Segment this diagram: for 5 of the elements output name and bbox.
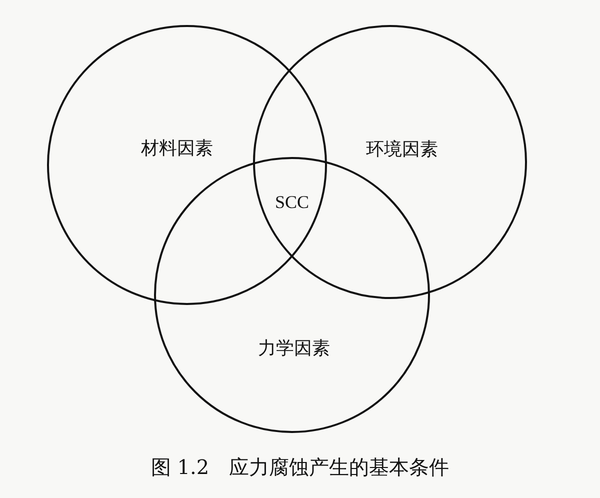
circle-label: 力学因素 [258,340,330,358]
circle-label: 材料因素 [141,140,213,158]
circle-label: 环境因素 [366,141,438,159]
intersection-label: SCC [274,193,310,211]
caption: 图 1.2 应力腐蚀产生的基本条件 [150,454,450,481]
